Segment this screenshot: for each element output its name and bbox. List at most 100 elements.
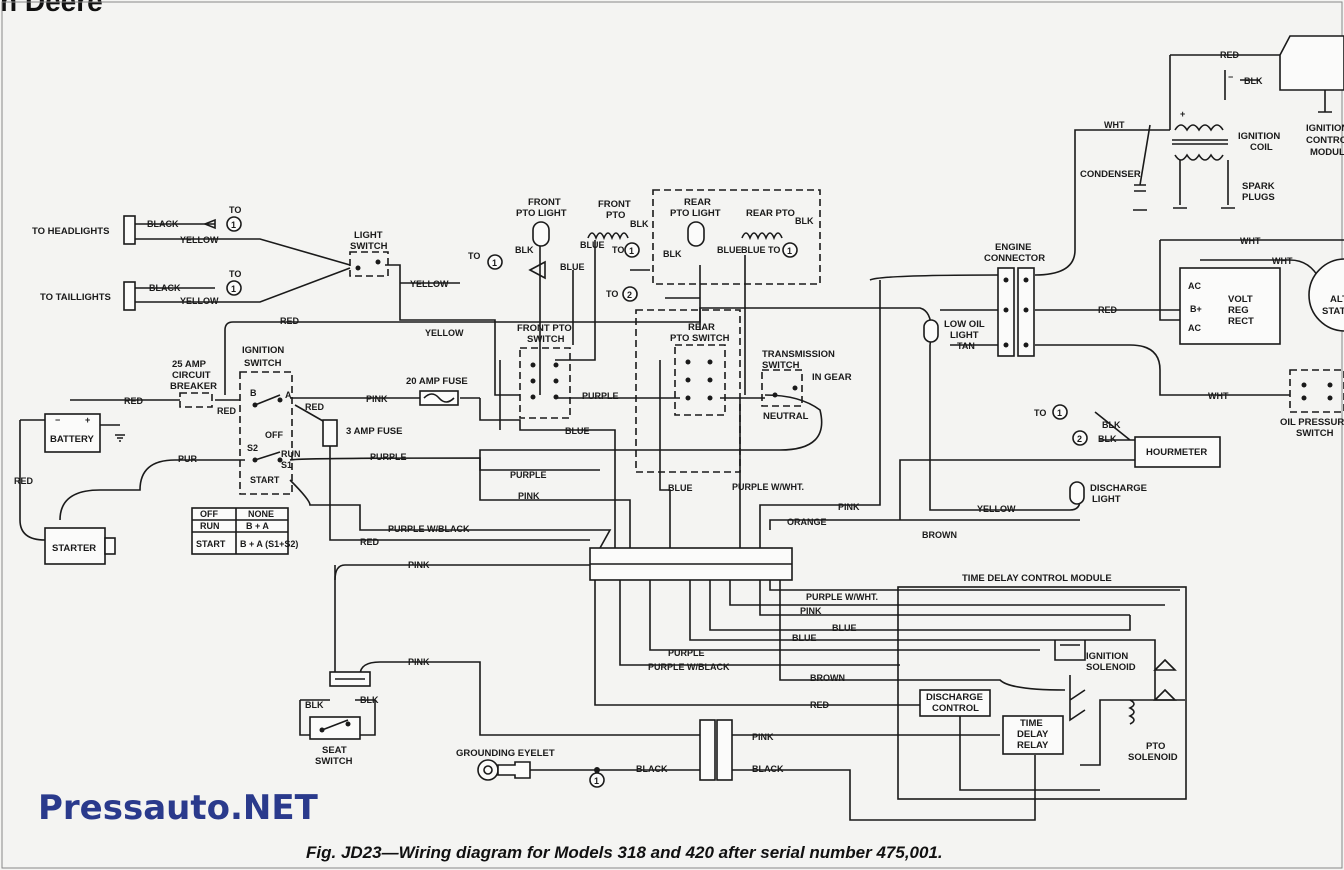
circuit-breaker: 25 AMP CIRCUIT BREAKER RED RED <box>124 359 237 416</box>
diagram-label: MODULE <box>1310 147 1344 158</box>
diagram-label: BLUE <box>560 262 585 272</box>
diagram-label: 2 <box>627 290 632 300</box>
ignition-control-module: IGNITION CONTROL MODULE <box>1279 35 1344 158</box>
diagram-label: PURPLE W/BLACK <box>388 524 470 534</box>
fuse-3-amp: 3 AMP FUSE PURPLE PURPLE W/BLACK RED <box>322 419 470 547</box>
circle-1: 1 <box>231 284 236 294</box>
diagram-label: REAR <box>684 197 711 208</box>
diagram-label: SOLENOID <box>1128 752 1178 763</box>
diagram-label: IGNITION <box>1238 131 1280 142</box>
diagram-label: BLUE <box>792 633 817 643</box>
diagram-label: BLACK <box>636 764 668 774</box>
diagram-label: PTO LIGHT <box>516 208 567 219</box>
diagram-label: CONTROL <box>932 703 979 714</box>
diagram-label: SWITCH <box>244 358 282 369</box>
diagram-label: PTO <box>606 210 625 221</box>
rear-pto-switch-group <box>635 309 741 473</box>
diagram-label: HOURMETER <box>1146 447 1207 458</box>
diagram-label: RELAY <box>1017 740 1049 751</box>
wire-label-yellow: YELLOW <box>180 296 219 306</box>
front-pto-switch: FRONT PTO SWITCH PURPLE BLUE <box>517 323 619 436</box>
wire-label-yellow: YELLOW <box>180 235 219 245</box>
diagram-label: BLK <box>1102 420 1121 430</box>
diagram-label: BLUE <box>832 623 857 633</box>
diagram-label: DISCHARGE <box>926 692 983 703</box>
diagram-label: LIGHT <box>1092 494 1121 505</box>
diagram-label: RED <box>1220 50 1240 60</box>
diagram-label: AC <box>1188 281 1201 291</box>
diagram-label: BREAKER <box>170 381 217 392</box>
diagram-label: PINK <box>800 606 822 616</box>
diagram-label: TAN <box>957 341 975 351</box>
diagram-label: PINK <box>838 502 860 512</box>
diagram-label: NONE <box>248 509 274 519</box>
volt-reg-rect: VOLT REG RECT AC B+ AC WHT WHT <box>1179 236 1293 345</box>
rear-pto-light: REAR PTO LIGHT BLK BLUE <box>663 197 742 259</box>
diagram-label: 1 <box>594 776 599 786</box>
diagram-label: WHT <box>1240 236 1261 246</box>
diagram-label: IGNITION <box>1086 651 1128 662</box>
diagram-label: AC <box>1188 323 1201 333</box>
diagram-label: ORANGE <box>787 517 827 527</box>
diagram-label: FRONT <box>598 199 631 210</box>
diagram-label: 3 AMP FUSE <box>346 426 403 437</box>
diagram-label: LIGHT <box>950 330 979 341</box>
diagram-label: RED <box>124 396 144 406</box>
diagram-label: WHT <box>1272 256 1293 266</box>
diagram-label: 2 <box>1077 434 1082 444</box>
diagram-label: RED <box>305 402 325 412</box>
ignition-coil: IGNITION COIL + − BLK RED WHT CONDENSER … <box>1080 50 1280 211</box>
diagram-label: ALT <box>1330 294 1344 305</box>
diagram-label: 1 <box>629 246 634 256</box>
diagram-label: BLK <box>305 700 324 710</box>
low-oil-light: LOW OIL LIGHT TAN <box>923 319 985 351</box>
diagram-label: PURPLE W/BLACK <box>648 662 730 672</box>
diagram-label: TO <box>1034 408 1046 418</box>
diagram-label: RED <box>14 476 34 486</box>
diagram-label: BLK <box>1244 76 1263 86</box>
diagram-label: WHT <box>1104 120 1125 130</box>
diagram-label: 1 <box>492 258 497 268</box>
diagram-label: 1 <box>1057 408 1062 418</box>
oil-pressure-switch: OIL PRESSURE SWITCH WHT <box>1208 369 1344 439</box>
diagram-label: COIL <box>1250 142 1273 153</box>
diagram-label: DISCHARGE <box>1090 483 1147 494</box>
diagram-label: BLK <box>1098 434 1117 444</box>
diagram-label: WHT <box>1208 391 1229 401</box>
diagram-label: RUN <box>200 521 220 531</box>
diagram-label: TRANSMISSION <box>762 349 835 360</box>
diagram-label: BLK <box>515 245 534 255</box>
diagram-label: BLUE <box>668 483 693 493</box>
front-pto-clutch: FRONT PTO BLK BLUE TO 1 TO 2 <box>580 199 649 302</box>
diagram-label: BATTERY <box>50 434 94 445</box>
diagram-label: SPARK <box>1242 181 1275 192</box>
diagram-label: PURPLE <box>510 470 547 480</box>
diagram-label: PURPLE <box>370 452 407 462</box>
diagram-label: PURPLE W/WHT. <box>732 482 804 492</box>
seat-switch: SEAT SWITCH BLK BLK <box>305 671 379 767</box>
diagram-label: SWITCH <box>350 241 388 252</box>
discharge-light: DISCHARGE LIGHT YELLOW BROWN PINK ORANGE <box>787 481 1147 540</box>
diagram-label: CONTROL <box>1306 135 1344 146</box>
diagram-label: GROUNDING EYELET <box>456 748 555 759</box>
alt-stator: ALT STATOR <box>1308 258 1344 332</box>
diagram-label: CONNECTOR <box>984 253 1045 264</box>
taillight-connector: TO TAILLIGHTS BLACK YELLOW 1 TO <box>40 269 242 311</box>
diagram-label: SWITCH <box>315 756 353 767</box>
diagram-label: OFF <box>200 509 218 519</box>
diagram-label: RED <box>1098 305 1118 315</box>
bus-labels: PURPLE PINK PINK PURPLE W/WHT. PINK BLUE… <box>408 470 878 710</box>
diagram-label: PINK <box>408 560 430 570</box>
diagram-label: BLACK <box>752 764 784 774</box>
diagram-label: RUN <box>281 449 301 459</box>
wire-label-black: BLACK <box>147 219 179 229</box>
wires <box>19 54 1344 821</box>
light-switch: LIGHT SWITCH YELLOW YELLOW RED <box>280 230 464 338</box>
engine-connector: ENGINE CONNECTOR RED <box>984 242 1118 357</box>
diagram-label: REG <box>1228 305 1249 316</box>
diagram-label: PURPLE W/WHT. <box>806 592 878 602</box>
diagram-label: CONDENSER <box>1080 169 1141 180</box>
diagram-label: 1 <box>787 246 792 256</box>
diagram-label: + <box>1180 109 1185 119</box>
